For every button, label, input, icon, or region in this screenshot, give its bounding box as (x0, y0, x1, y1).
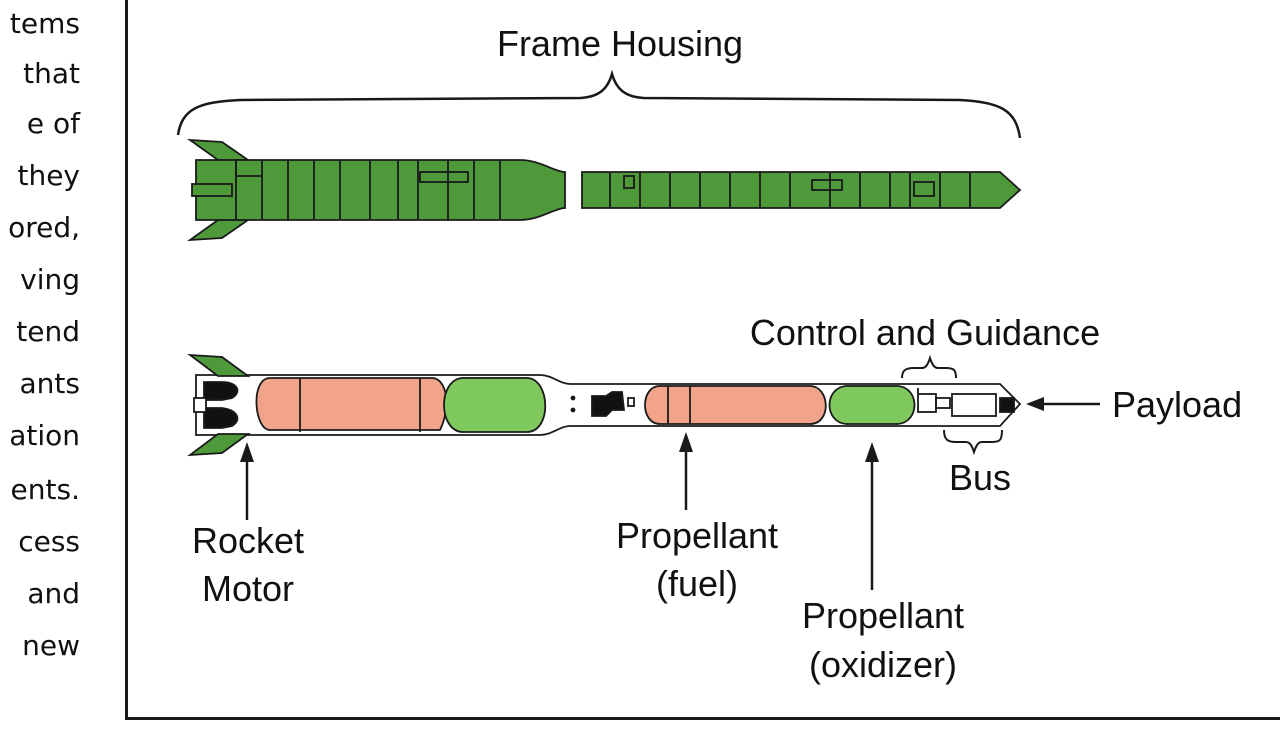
second-stage-oxidizer-tank (828, 385, 916, 425)
missile-exterior (186, 138, 1022, 242)
side-text-line: ored, (8, 211, 80, 244)
propellant-oxidizer-arrow (865, 442, 879, 590)
side-text-line: e of (26, 107, 80, 140)
second-stage-body (581, 171, 1022, 209)
control-guidance-brace (901, 354, 957, 379)
rocket-motor-arrow (240, 442, 254, 520)
side-text-line: ation (9, 419, 80, 452)
second-stage-fuel-tank (644, 385, 827, 425)
tail-fin-top (186, 138, 251, 161)
side-text-line: ants (19, 367, 80, 400)
side-text-line: ents. (10, 473, 80, 506)
first-stage-oxidizer-tank (443, 377, 547, 433)
cutaway-fin-top (187, 353, 251, 377)
side-paragraph-text: tems that e of they ored, ving tend ants… (0, 0, 82, 745)
payload-block (999, 397, 1015, 413)
side-text-line: ving (20, 263, 80, 296)
side-text-line: tend (16, 315, 80, 348)
rocket-motor-label-line2: Motor (202, 568, 294, 609)
nozzle-stub (191, 183, 233, 197)
frame-housing-brace (176, 69, 1022, 139)
tail-fin-bottom (186, 219, 251, 242)
guidance-bus-section (917, 388, 997, 417)
rocket-motor-shape (193, 381, 239, 429)
figure-frame (125, 0, 1280, 720)
control-guidance-label: Control and Guidance (750, 312, 1100, 353)
first-stage-body (195, 159, 566, 221)
side-text-line: they (17, 159, 80, 192)
side-text-line: cess (18, 525, 80, 558)
side-text-line: new (22, 629, 80, 662)
side-text-line: and (27, 577, 80, 610)
cutaway-fin-bottom (187, 433, 251, 457)
bus-label: Bus (949, 457, 1011, 498)
bus-brace (943, 429, 1003, 456)
frame-housing-label: Frame Housing (497, 23, 743, 64)
rocket-motor-label-line1: Rocket (192, 520, 304, 561)
payload-arrow (1026, 397, 1100, 411)
side-text-line: tems (9, 7, 80, 40)
second-stage-engine (570, 391, 635, 417)
first-stage-fuel-tank (255, 377, 448, 431)
propellant-fuel-label-line1: Propellant (616, 515, 778, 556)
missile-cutaway (187, 353, 1022, 457)
payload-label: Payload (1112, 384, 1242, 425)
propellant-oxidizer-label-line2: (oxidizer) (809, 644, 957, 685)
propellant-fuel-label-line2: (fuel) (656, 563, 738, 604)
propellant-oxidizer-label-line1: Propellant (802, 595, 964, 636)
side-text-line: that (23, 57, 80, 90)
propellant-fuel-arrow (679, 432, 693, 510)
